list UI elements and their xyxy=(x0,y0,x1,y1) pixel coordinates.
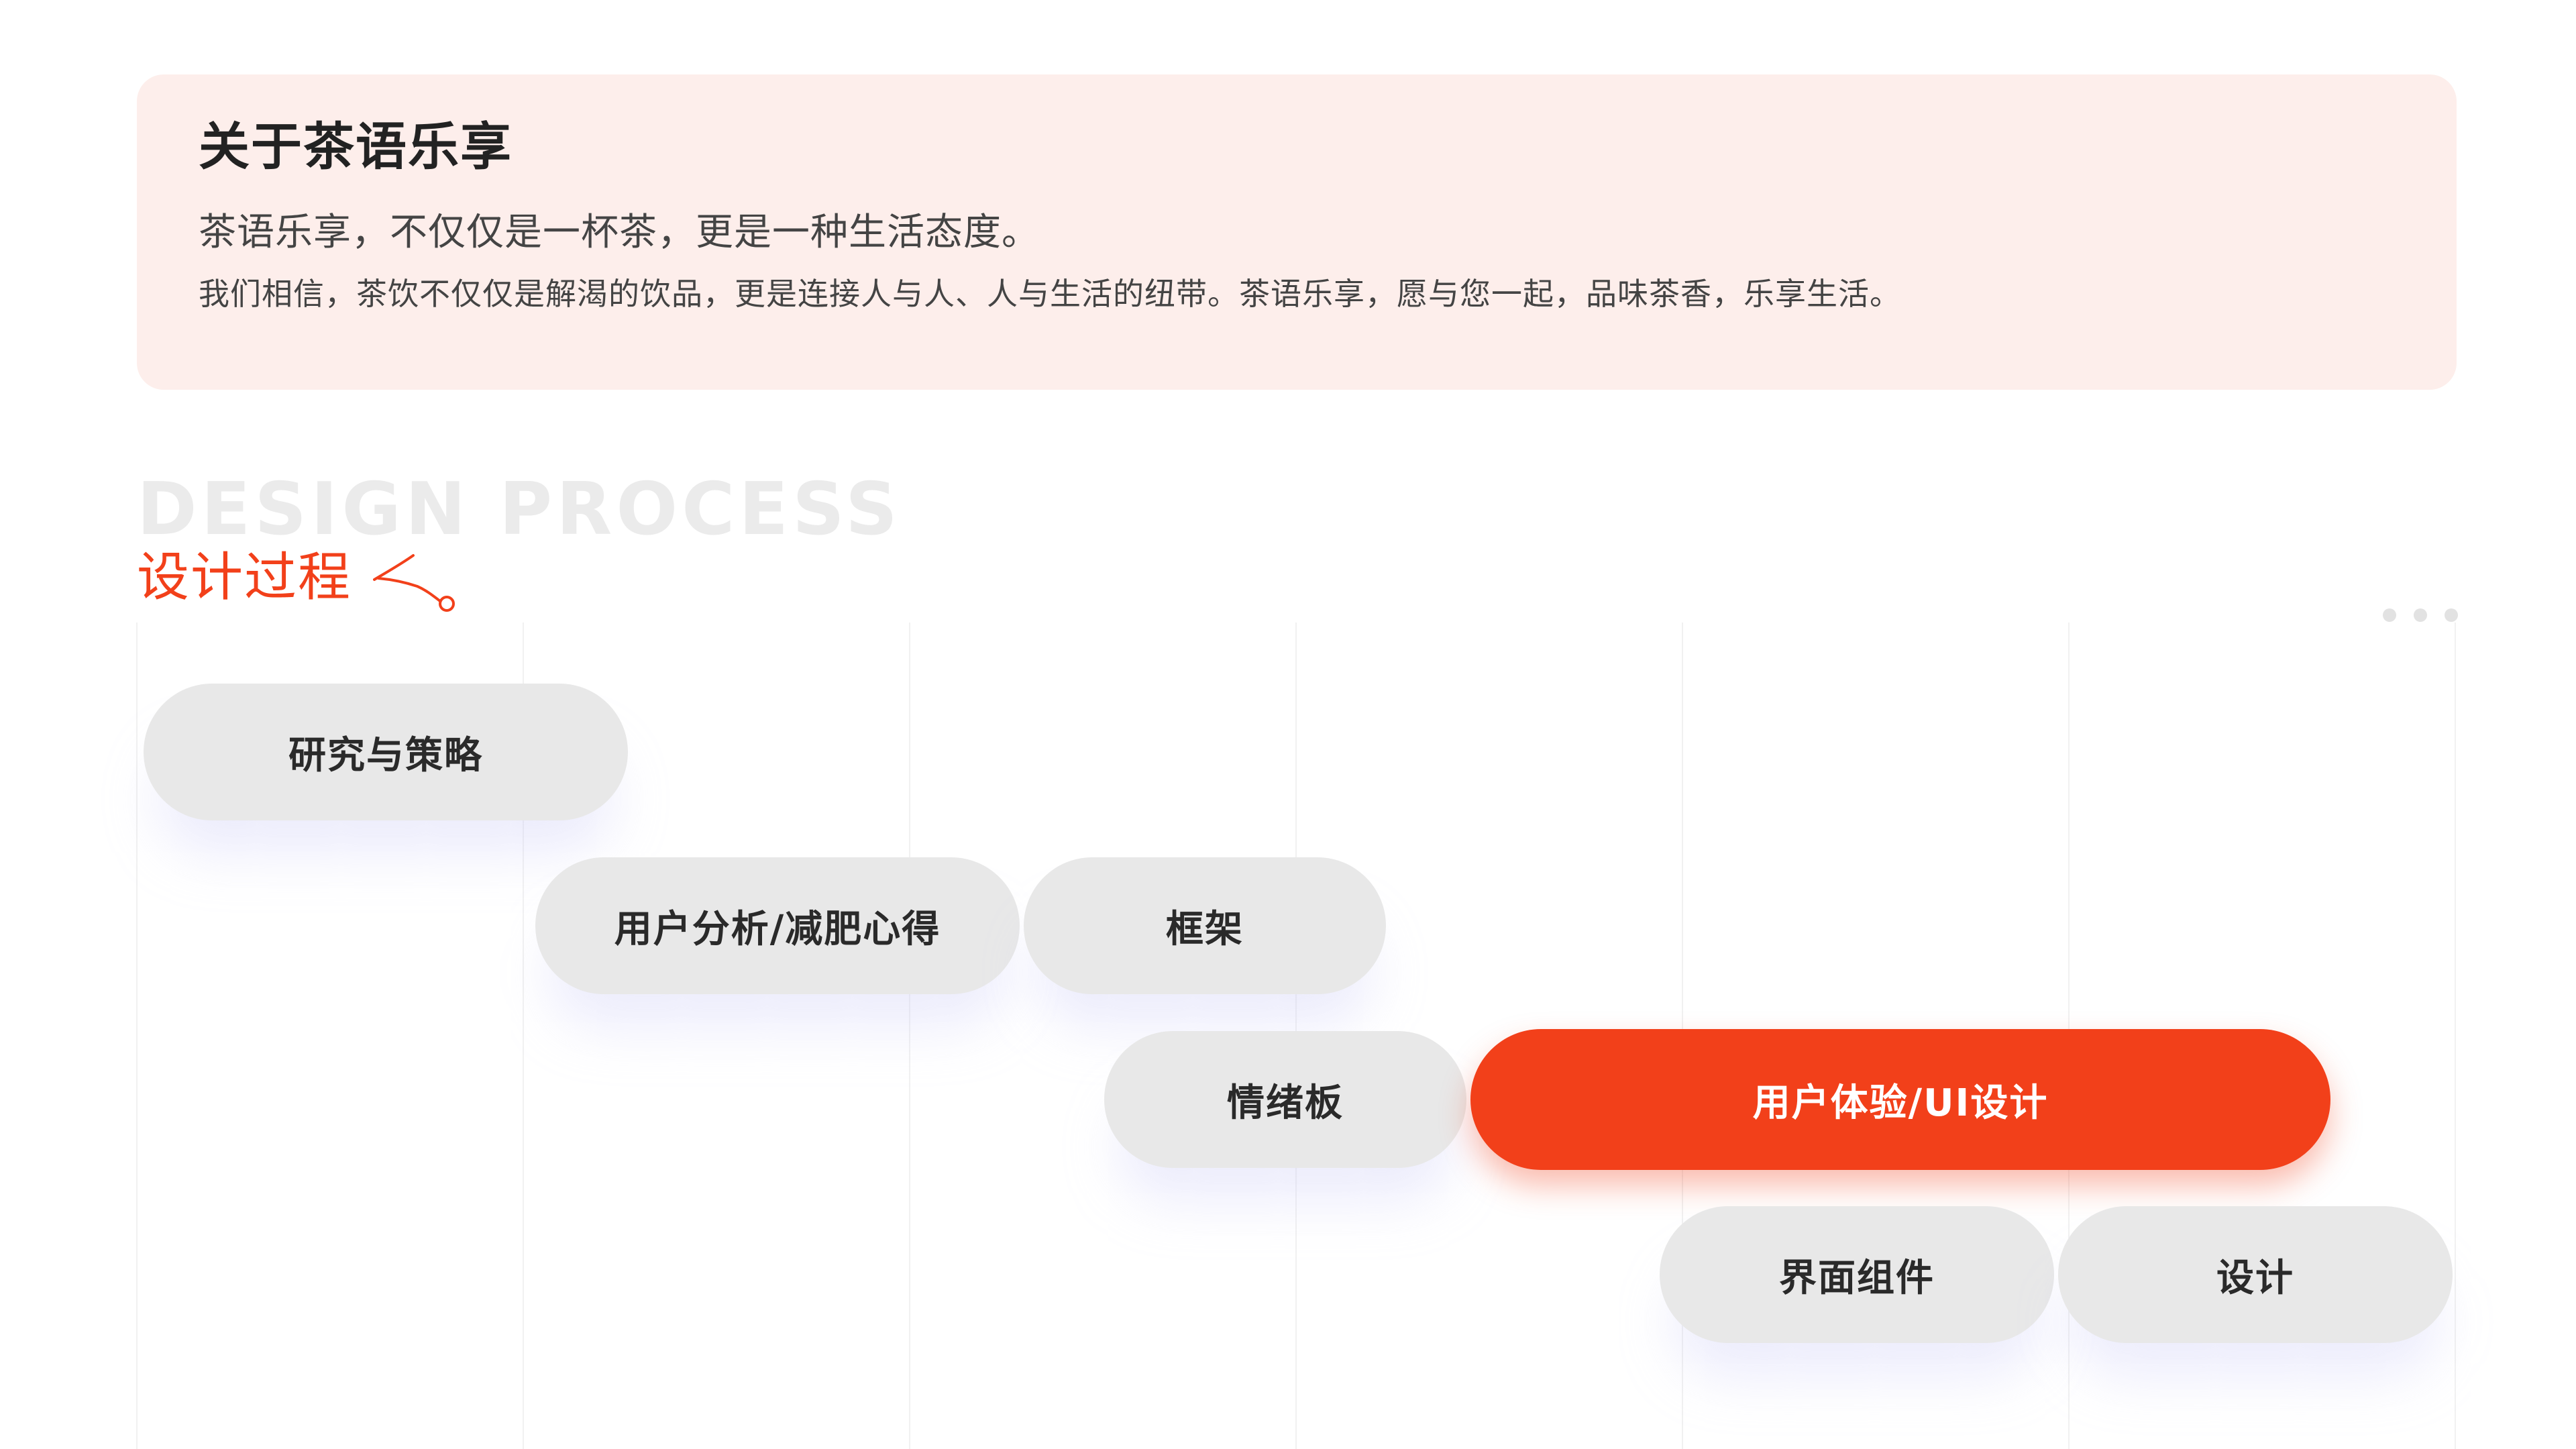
about-body-text: 我们相信，茶饮不仅仅是解渴的饮品，更是连接人与人、人与生活的纽带。茶语乐享，愿与… xyxy=(199,276,1901,312)
dot xyxy=(2445,608,2458,622)
process-step-label: 用户分析/减肥心得 xyxy=(614,907,941,951)
process-step-label: 设计 xyxy=(2216,1256,2294,1300)
process-step-label: 情绪板 xyxy=(1227,1081,1344,1125)
about-lead-text: 茶语乐享，不仅仅是一杯茶，更是一种生活态度。 xyxy=(199,211,1040,254)
grid-line xyxy=(523,623,524,1449)
process-step-moodboard[interactable]: 情绪板 xyxy=(1104,1031,1466,1168)
about-title: 关于茶语乐享 xyxy=(199,117,513,176)
squiggle-scissors-icon xyxy=(373,554,455,612)
about-card: 关于茶语乐享 茶语乐享，不仅仅是一杯茶，更是一种生活态度。 我们相信，茶饮不仅仅… xyxy=(137,74,2457,390)
section-watermark: DESIGN PROCESS xyxy=(137,468,902,551)
grid-line xyxy=(136,623,138,1449)
process-step-ui-components[interactable]: 界面组件 xyxy=(1660,1206,2054,1343)
process-step-research[interactable]: 研究与策略 xyxy=(144,684,628,820)
process-step-label: 界面组件 xyxy=(1779,1256,1935,1300)
dot xyxy=(2383,608,2396,622)
process-step-design[interactable]: 设计 xyxy=(2058,1206,2453,1343)
grid-line xyxy=(909,623,910,1449)
more-dots-icon[interactable] xyxy=(2383,605,2458,625)
process-step-label: 用户体验/UI设计 xyxy=(1752,1081,2049,1125)
section-title: 设计过程 xyxy=(137,547,352,608)
process-step-label: 框架 xyxy=(1166,907,1244,951)
process-step-ux-ui-design[interactable]: 用户体验/UI设计 xyxy=(1470,1029,2330,1170)
process-step-user-analysis[interactable]: 用户分析/减肥心得 xyxy=(535,857,1020,994)
process-step-framework[interactable]: 框架 xyxy=(1024,857,1386,994)
dot xyxy=(2414,608,2427,622)
grid-line xyxy=(2455,623,2456,1449)
process-step-label: 研究与策略 xyxy=(288,733,483,777)
